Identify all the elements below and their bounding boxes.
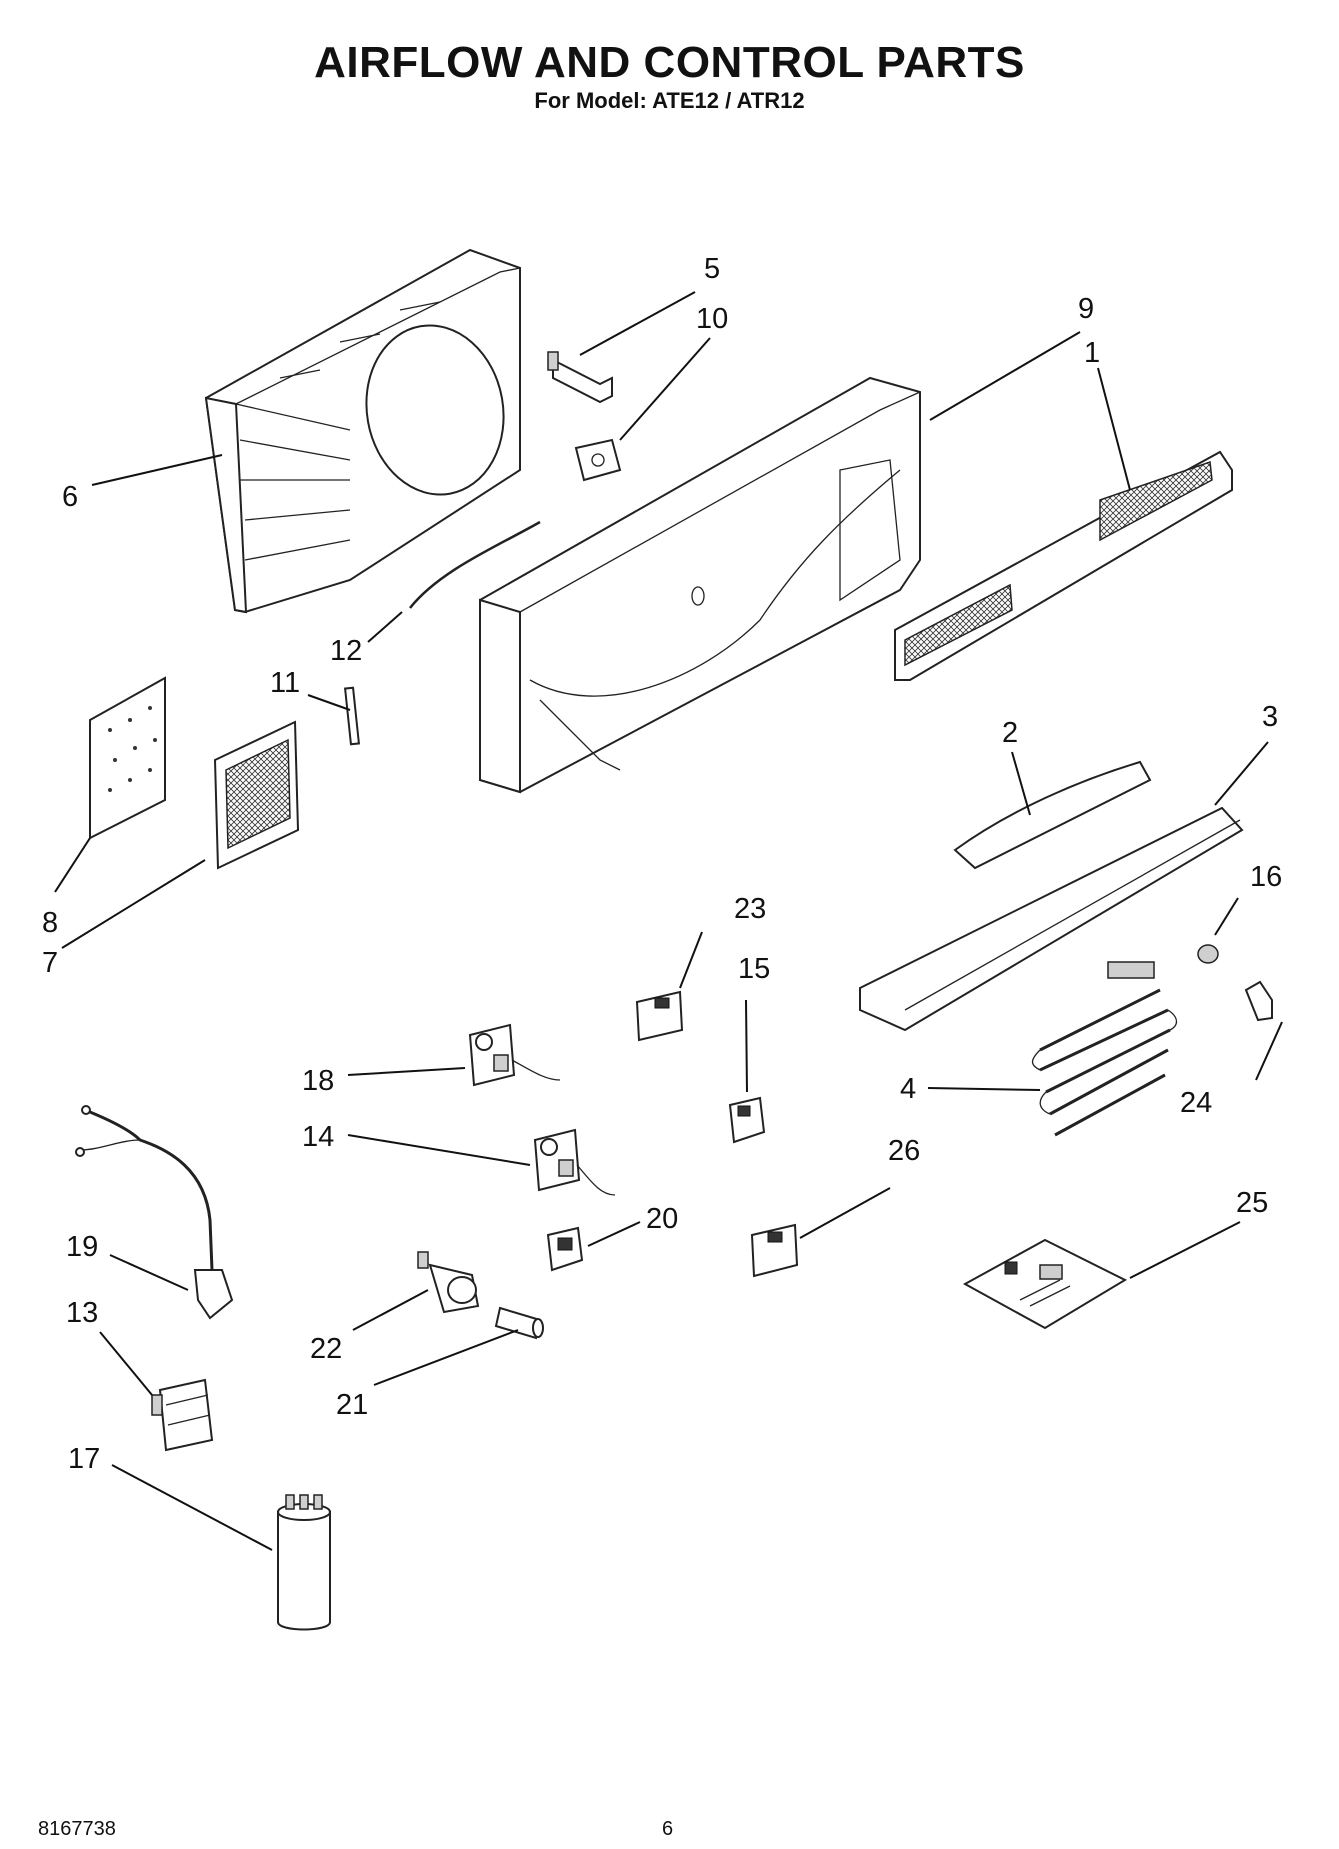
callout-labels: 1 2 3 4 5 6 7 8 9 10 11 12 13 14 15 16 1… bbox=[42, 253, 1282, 1475]
callout-19: 19 bbox=[66, 1231, 98, 1263]
callout-18: 18 bbox=[302, 1065, 334, 1097]
callout-11: 11 bbox=[270, 667, 300, 699]
callout-7: 7 bbox=[42, 947, 58, 979]
part-4-heater bbox=[1031, 961, 1178, 1137]
leader-lines bbox=[54, 291, 1283, 1551]
callout-15: 15 bbox=[738, 953, 770, 985]
callout-16: 16 bbox=[1250, 861, 1282, 893]
part-25-control-board bbox=[962, 1238, 1128, 1330]
callout-4: 4 bbox=[900, 1073, 916, 1105]
callout-14: 14 bbox=[302, 1121, 334, 1153]
callout-22: 22 bbox=[310, 1333, 342, 1365]
callout-10: 10 bbox=[696, 303, 728, 335]
callout-5: 5 bbox=[704, 253, 720, 285]
callout-13: 13 bbox=[66, 1297, 98, 1329]
part-2-deflector bbox=[953, 760, 1152, 870]
part-17-capacitor bbox=[277, 1494, 331, 1631]
part-13-terminal-block bbox=[151, 1378, 214, 1452]
part-15-switch bbox=[728, 1096, 766, 1144]
callout-20: 20 bbox=[646, 1203, 678, 1235]
callout-3: 3 bbox=[1262, 701, 1278, 733]
callout-6: 6 bbox=[62, 481, 78, 513]
callout-24: 24 bbox=[1180, 1087, 1212, 1119]
part-8-filter-media bbox=[89, 676, 166, 840]
part-1-louver-grille bbox=[894, 450, 1233, 681]
part-14-selector-switch bbox=[533, 1128, 616, 1196]
callout-9: 9 bbox=[1078, 293, 1094, 325]
part-16-holder bbox=[1197, 944, 1219, 964]
callout-25: 25 bbox=[1236, 1187, 1268, 1219]
part-12-tube bbox=[409, 520, 541, 609]
callout-23: 23 bbox=[734, 893, 766, 925]
part-6-fan-shroud bbox=[204, 248, 521, 614]
page-number: 6 bbox=[662, 1818, 674, 1840]
part-11-clip bbox=[343, 686, 361, 746]
page-title: AIRFLOW AND CONTROL PARTS bbox=[314, 38, 1025, 87]
part-5-bracket bbox=[547, 351, 613, 404]
document-number: 8167738 bbox=[38, 1818, 116, 1840]
callout-1: 1 bbox=[1084, 337, 1100, 369]
part-22-holder bbox=[417, 1251, 480, 1314]
callout-8: 8 bbox=[42, 907, 58, 939]
model-subtitle: For Model: ATE12 / ATR12 bbox=[534, 88, 805, 113]
callout-26: 26 bbox=[888, 1135, 920, 1167]
callout-2: 2 bbox=[1002, 717, 1018, 749]
callout-12: 12 bbox=[330, 635, 362, 667]
part-20-small-switch bbox=[546, 1226, 584, 1272]
part-3-bracket-plate bbox=[859, 806, 1244, 1032]
part-9-base-pan bbox=[479, 376, 921, 794]
callout-21: 21 bbox=[336, 1389, 368, 1421]
part-26-relay bbox=[750, 1223, 799, 1278]
part-7-filter-frame bbox=[213, 720, 300, 870]
part-21-fuse bbox=[494, 1306, 544, 1340]
part-24-limit bbox=[1244, 980, 1273, 1022]
part-10-grommet bbox=[574, 438, 622, 482]
part-19-power-cord bbox=[75, 1105, 234, 1320]
part-23-relay bbox=[635, 990, 684, 1042]
callout-17: 17 bbox=[68, 1443, 100, 1475]
part-18-selector-switch bbox=[468, 1023, 561, 1087]
